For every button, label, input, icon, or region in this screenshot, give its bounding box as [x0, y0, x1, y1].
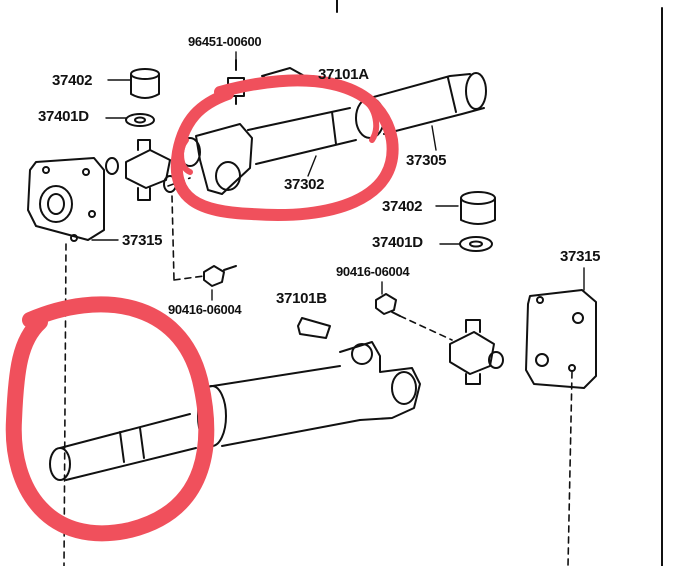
label-37401d-right: 37401D — [372, 234, 423, 251]
highlight-ring-lower — [5, 296, 215, 542]
universal-joint-left — [105, 139, 177, 201]
flange-37315-left — [27, 157, 105, 242]
label-37305: 37305 — [406, 152, 447, 169]
washer-37401d-right — [459, 236, 493, 252]
universal-joint-right — [449, 319, 504, 385]
label-37402-right: 37402 — [382, 198, 423, 215]
flange-37315-right — [525, 289, 597, 389]
leader-lines — [91, 51, 585, 301]
label-90416-left: 90416-06004 — [168, 302, 242, 317]
plate-37101b — [297, 317, 331, 339]
label-37402-left: 37402 — [52, 72, 93, 89]
highlight-marks — [5, 74, 399, 542]
shaft-37302 — [179, 107, 357, 195]
label-37315-left: 37315 — [122, 232, 163, 249]
label-37101a: 37101A — [318, 66, 369, 83]
cushion-37402-right — [460, 191, 496, 225]
label-37302: 37302 — [284, 176, 325, 193]
label-37101b: 37101B — [276, 290, 327, 307]
label-90416-right: 90416-06004 — [336, 264, 410, 279]
bolt-90416-left — [203, 265, 237, 287]
bolt-90416-right — [375, 293, 401, 317]
highlight-ring-upper — [170, 74, 399, 221]
cushion-37402-left — [130, 68, 160, 99]
propeller-shaft-lower — [49, 341, 421, 481]
highlight-seal-right — [361, 97, 380, 143]
label-37315-right: 37315 — [560, 248, 601, 265]
label-37401d-left: 37401D — [38, 108, 89, 125]
label-96451-00600: 96451-00600 — [188, 34, 262, 49]
highlight-seal-left — [178, 137, 193, 175]
washer-37401d-left — [125, 113, 155, 127]
